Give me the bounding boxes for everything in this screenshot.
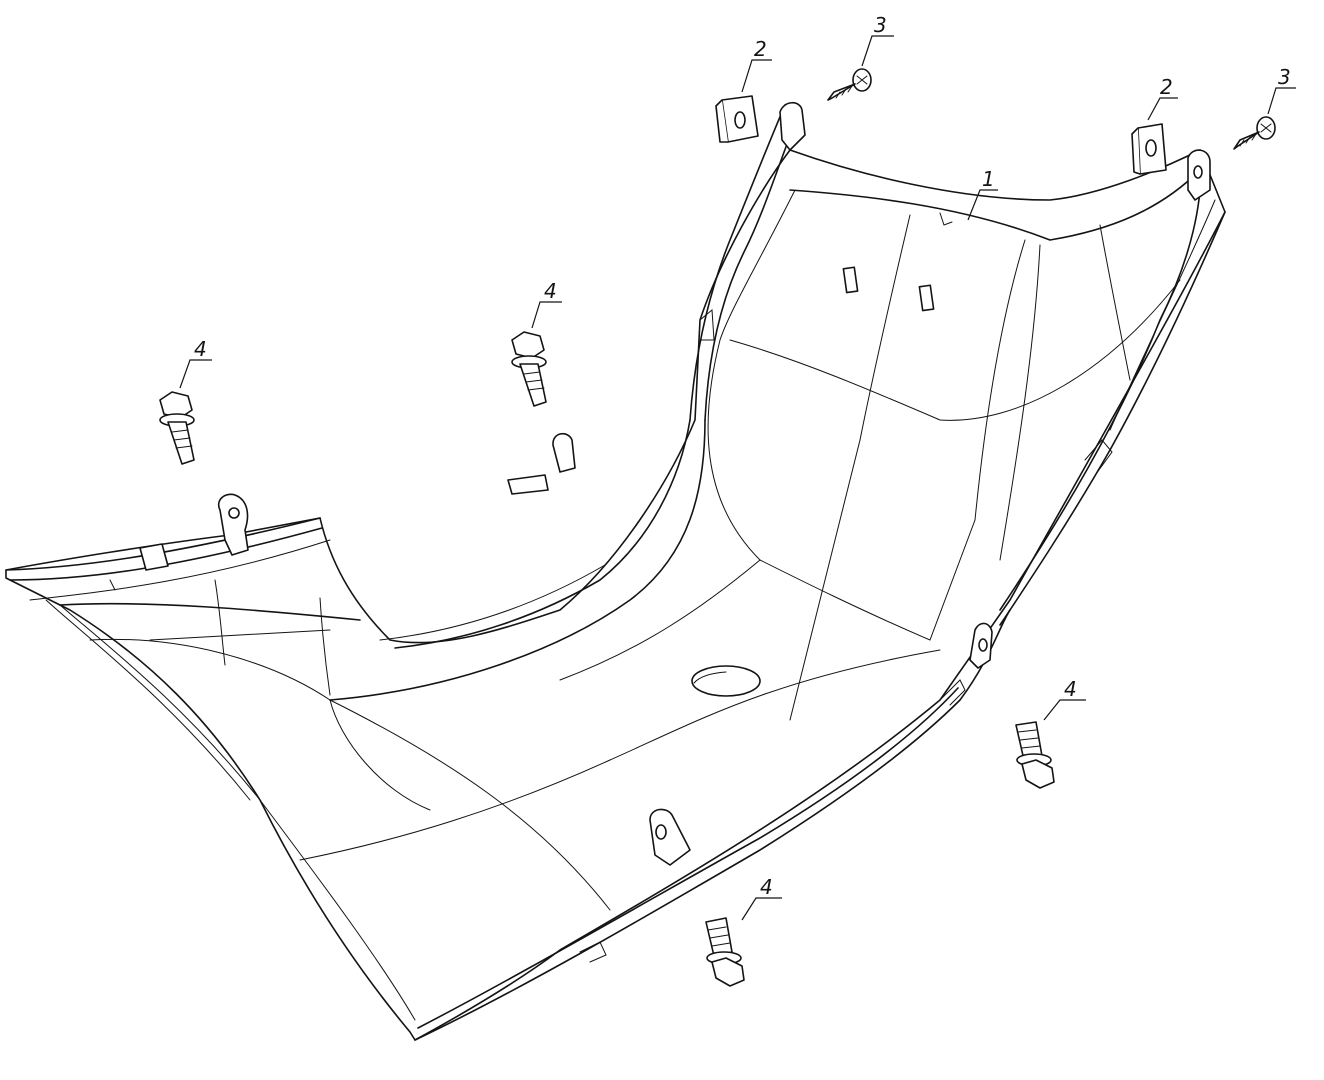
callout-label-4c: 4 [1064,677,1077,701]
callout-4-d: 4 [741,875,782,921]
callout-label-3a: 3 [874,13,887,37]
callout-2-right: 2 [1147,75,1178,121]
callout-label-4a: 4 [194,337,207,361]
callout-label-3b: 3 [1278,65,1291,89]
callout-3-left: 3 [861,13,894,67]
callout-4-c: 4 [1043,677,1086,721]
callout-1: 1 [967,167,998,221]
clip-nut-right [1131,123,1167,175]
tapping-screw-left [827,68,872,101]
floor-panel [5,101,1226,1041]
flange-bolt-d [705,917,745,987]
clip-nut-left [715,95,759,143]
callout-3-right: 3 [1267,65,1296,115]
flange-bolt-a [159,391,195,465]
callout-label-4b: 4 [544,279,557,303]
callout-label-2b: 2 [1160,75,1173,99]
flange-bolt-c [1015,721,1055,789]
callout-4-a: 4 [179,337,212,389]
callout-label-4d: 4 [760,875,773,899]
flange-bolt-b [511,331,547,407]
callout-2-left: 2 [741,37,772,93]
callout-label-2a: 2 [754,37,767,61]
callout-4-b: 4 [531,279,562,329]
tapping-screw-right [1233,116,1276,150]
callout-label-1: 1 [982,167,995,191]
